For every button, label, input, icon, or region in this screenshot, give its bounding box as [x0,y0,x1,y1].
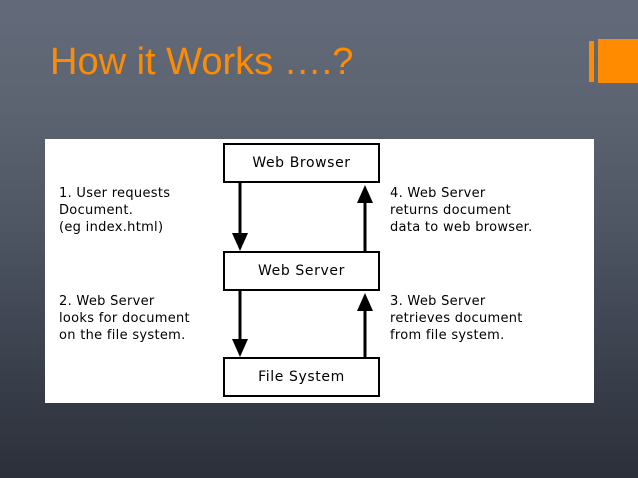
diagram-panel: Web Browser Web Server File System 1. Us… [45,139,594,403]
arrow-down-server-to-file-system [232,291,248,357]
node-web-browser-label: Web Browser [252,155,351,171]
annotation-step-2: 2. Web Server looks for document on the … [59,294,190,343]
annotation-step-1: 1. User requests Document. (eg index.htm… [59,186,171,235]
arrow-up-server-to-browser [357,185,373,253]
arrow-up-file-system-to-server [357,293,373,359]
page-title: How it Works ….? [50,41,354,83]
node-file-system: File System [223,357,380,397]
node-web-browser: Web Browser [223,143,380,183]
node-web-server: Web Server [223,251,380,291]
decorative-accent-block [598,39,638,83]
annotation-step-4: 4. Web Server returns document data to w… [390,186,533,235]
arrow-down-browser-to-server [232,183,248,251]
node-file-system-label: File System [258,369,345,385]
node-web-server-label: Web Server [258,263,345,279]
annotation-step-3: 3. Web Server retrieves document from fi… [390,294,523,343]
decorative-accent-bar [589,41,594,82]
